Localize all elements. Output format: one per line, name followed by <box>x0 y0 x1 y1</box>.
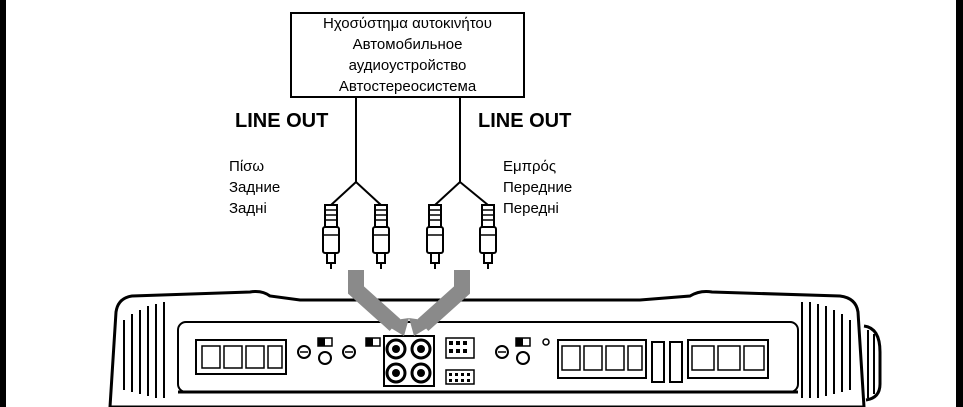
rca-plug-rear-left <box>322 204 340 269</box>
rear-label-line-1: Πίσω <box>229 158 265 175</box>
source-line-2: Автомобильное <box>352 36 463 53</box>
rca-plug-front-right <box>479 204 497 269</box>
cable-lines <box>330 98 489 206</box>
source-line-4: Автостереосистема <box>338 78 477 95</box>
rear-label-line-3: Задні <box>229 200 267 217</box>
speaker-terminal-block <box>557 339 769 383</box>
rca-plug-rear-right <box>372 204 390 269</box>
front-label-line-2: Передние <box>503 179 573 196</box>
right-border <box>956 0 963 407</box>
power-terminal-block <box>195 339 287 375</box>
amplifier <box>108 290 882 407</box>
front-label-line-1: Εμπρός <box>503 158 557 175</box>
rca-input-jacks <box>383 335 435 387</box>
front-label-line-3: Передні <box>503 200 559 217</box>
rca-plug-front-left <box>426 204 444 269</box>
car-audio-source-box: Ηχοσύστημα αυτοκινήτου Автомобильное ауд… <box>290 12 525 98</box>
rear-label-line-2: Задние <box>229 179 281 196</box>
line-out-label-left: LINE OUT <box>235 110 329 132</box>
front-channel-label: Εμπρός Передние Передні <box>503 156 572 219</box>
source-line-3: аудиоустройство <box>348 57 467 74</box>
source-line-1: Ηχοσύστημα αυτοκινήτου <box>323 15 492 32</box>
left-border <box>0 0 6 407</box>
connection-arrows <box>348 270 470 331</box>
line-out-label-right: LINE OUT <box>478 110 572 132</box>
rear-channel-label: Πίσω Задние Задні <box>229 156 280 219</box>
